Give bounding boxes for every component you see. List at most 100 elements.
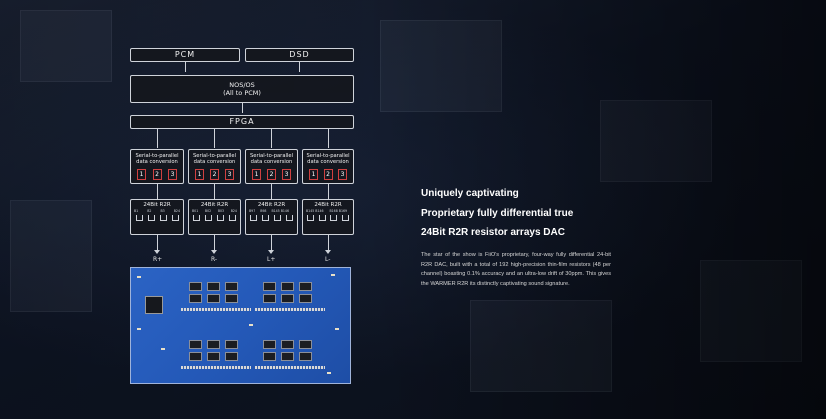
bit-number: 3 <box>225 169 234 180</box>
serial-to-parallel-label: Serial-to-parallel <box>135 153 179 159</box>
resistor-array-chip <box>189 340 202 349</box>
r2r-title: 24Bit R2R <box>143 202 171 208</box>
smd-component <box>327 372 331 374</box>
resistor-array-chip <box>263 340 276 349</box>
connector-line <box>185 62 186 72</box>
pin-label: B2 <box>147 209 152 213</box>
arrow-down-icon <box>154 250 160 254</box>
bit-number: 3 <box>338 169 347 180</box>
r2r-pin-labels: B1 B2 B3 B24 <box>131 209 183 213</box>
pcm-label: PCM <box>174 50 196 59</box>
resistor-array-chip <box>225 294 238 303</box>
smd-component <box>335 328 339 330</box>
dac-circuit-board <box>130 267 351 384</box>
r2r-pin-labels: B97 B98 B145 B146 <box>246 209 297 213</box>
resistor-strip <box>255 366 325 369</box>
bit-number-row: 1 2 3 <box>137 169 177 180</box>
resistor-symbols <box>303 215 353 221</box>
dsd-input-box: DSD <box>245 48 354 62</box>
connector-line <box>157 129 158 148</box>
connector-line <box>271 129 272 148</box>
r2r-resistor-box: 24Bit R2R B01 B02 B03 B24 <box>188 199 241 235</box>
resistor-array-chip <box>281 282 294 291</box>
fpga-label: FPGA <box>229 117 255 126</box>
pin-label: B145 B146 <box>306 209 324 213</box>
smd-component <box>161 348 165 350</box>
bit-number: 2 <box>210 169 219 180</box>
serial-to-parallel-label: Serial-to-parallel <box>192 153 237 159</box>
smd-component <box>137 328 141 330</box>
bit-number: 3 <box>168 169 177 180</box>
feature-description: The star of the show is FiiO's proprieta… <box>421 252 611 287</box>
resistor-array-chip <box>281 340 294 349</box>
resistor-symbols <box>189 215 240 221</box>
bit-number: 1 <box>252 169 261 180</box>
r2r-resistor-box: 24Bit R2R B1 B2 B3 B24 <box>130 199 184 235</box>
resistor-symbols <box>246 215 297 221</box>
pin-label: B97 <box>249 209 256 213</box>
resistor-array-chip <box>189 282 202 291</box>
connector-line <box>271 184 272 199</box>
connector-line <box>157 184 158 199</box>
pcm-input-box: PCM <box>130 48 240 62</box>
serial-to-parallel-label: Serial-to-parallel <box>249 153 294 159</box>
bit-number-row: 1 2 3 <box>309 169 347 180</box>
resistor-array-chip <box>189 294 202 303</box>
resistor-array-chip <box>225 340 238 349</box>
serial-to-parallel-box: Serial-to-parallel data conversion 1 2 3 <box>130 149 184 184</box>
connector-line <box>242 103 243 113</box>
channel-label-r-plus: R+ <box>153 256 163 263</box>
headline-line-2: Proprietary fully differential true <box>421 207 574 219</box>
connector-line <box>214 129 215 148</box>
data-conversion-label: data conversion <box>250 159 293 165</box>
bit-number: 1 <box>137 169 146 180</box>
resistor-strip <box>181 308 251 311</box>
connector-line <box>214 235 215 251</box>
resistor-array-chip <box>263 282 276 291</box>
resistor-array-chip <box>189 352 202 361</box>
connector-line <box>328 184 329 199</box>
bit-number: 2 <box>152 169 162 180</box>
pin-label: B3 <box>160 209 165 213</box>
nos-os-label: NOS/OS <box>229 81 255 89</box>
arrow-down-icon <box>211 250 217 254</box>
resistor-array-chip <box>207 294 220 303</box>
resistor-array-chip <box>299 294 312 303</box>
serial-to-parallel-box: Serial-to-parallel data conversion 1 2 3 <box>302 149 354 184</box>
resistor-strip <box>255 308 325 311</box>
resistor-array-chip <box>207 340 220 349</box>
connector-line <box>328 129 329 148</box>
resistor-symbols <box>131 215 183 221</box>
data-conversion-label: data conversion <box>193 159 236 165</box>
headline-line-1: Uniquely captivating <box>421 188 519 199</box>
resistor-array-chip <box>299 340 312 349</box>
bit-number: 1 <box>309 169 318 180</box>
r2r-pin-labels: B145 B146 B168 B169 <box>303 209 353 213</box>
pin-label: B24 <box>230 209 237 213</box>
smd-component <box>137 276 141 278</box>
pin-label: B98 <box>260 209 267 213</box>
feature-text-panel: Uniquely captivating Proprietary fully d… <box>421 188 616 289</box>
arrow-down-icon <box>268 250 274 254</box>
connector-line <box>299 62 300 72</box>
headline-line-3: 24Bit R2R resistor arrays DAC <box>421 227 565 238</box>
resistor-array-chip <box>281 294 294 303</box>
resistor-array-chip <box>225 282 238 291</box>
pin-label: B24 <box>173 209 180 213</box>
connector-line <box>328 235 329 251</box>
r2r-title: 24Bit R2R <box>314 202 342 208</box>
pin-label: B168 B169 <box>329 209 348 213</box>
bit-number: 3 <box>282 169 291 180</box>
resistor-array-chip <box>207 352 220 361</box>
resistor-array-chip <box>299 282 312 291</box>
resistor-array-chip <box>207 282 220 291</box>
controller-chip <box>145 296 163 314</box>
serial-to-parallel-label: Serial-to-parallel <box>306 153 350 159</box>
pin-label: B145 B146 <box>271 209 289 213</box>
r2r-pin-labels: B01 B02 B03 B24 <box>189 209 240 213</box>
pin-label: B02 <box>204 209 212 213</box>
bit-number-row: 1 2 3 <box>195 169 234 180</box>
connector-line <box>271 235 272 251</box>
r2r-title: 24Bit R2R <box>257 202 286 208</box>
